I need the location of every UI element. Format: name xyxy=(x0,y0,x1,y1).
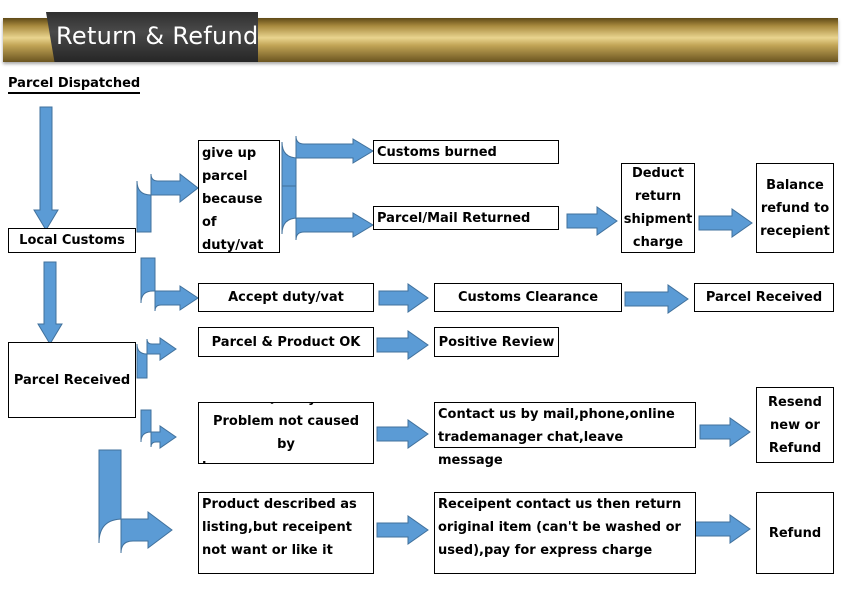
node-give-up-line: of xyxy=(202,215,217,230)
node-balance-line: refund to xyxy=(760,200,830,216)
node-give-up-parcel: give up parcel because of duty/vat xyxy=(198,140,280,253)
node-accept-duty-vat: Accept duty/vat xyxy=(198,283,374,312)
node-quality-line: buyer xyxy=(202,456,244,463)
arrow-received-to-problem xyxy=(140,409,177,449)
arrow-customs-to-give-up xyxy=(136,172,199,233)
arrow-give-up-to-returned xyxy=(281,185,374,241)
arrow-give-up-to-burned xyxy=(281,135,374,216)
node-customs-clearance: Customs Clearance xyxy=(434,283,622,312)
node-resend-line: Resend xyxy=(768,394,822,410)
node-resend-or-refund: Resend new or Refund xyxy=(756,387,834,463)
node-parcel-received: Parcel Received xyxy=(8,342,136,418)
node-receipent-line: original item (can't be washed or xyxy=(438,520,681,535)
arrow-returned-to-deduct xyxy=(566,206,618,236)
node-receipent-line: Receipent contact us then return xyxy=(438,497,682,512)
node-parcel-dispatched: Parcel Dispatched xyxy=(8,76,141,94)
header-title-tab xyxy=(46,12,258,62)
arrow-received-to-described xyxy=(98,449,173,554)
node-not-as-wanted: Product described as listing,but receipe… xyxy=(198,492,374,574)
arrow-clearance-to-received xyxy=(624,284,689,314)
arrow-described-to-contact xyxy=(376,515,429,545)
node-deduct-line: Deduct xyxy=(631,166,685,181)
arrow-deduct-to-balance xyxy=(698,208,753,238)
node-parcel-mail-returned: Parcel/Mail Returned xyxy=(373,206,559,230)
arrow-contact-to-resend xyxy=(699,417,751,447)
node-give-up-line: because xyxy=(202,192,263,207)
node-resend-line: new or xyxy=(770,417,820,433)
node-positive-review: Positive Review xyxy=(434,327,559,357)
node-balance-line: recepient xyxy=(760,223,830,239)
node-receipent-contact: Receipent contact us then return origina… xyxy=(434,492,696,574)
node-quality-line: Problem not caused by xyxy=(212,414,360,452)
node-contact-line: Contact us by mail,phone,online xyxy=(438,407,675,422)
node-parcel-product-ok: Parcel & Product OK xyxy=(198,327,374,357)
node-customs-burned: Customs burned xyxy=(373,140,559,164)
node-resend-line: Refund xyxy=(768,440,822,456)
node-contact-line: trademanager chat,leave message xyxy=(438,430,624,468)
node-give-up-line: give up xyxy=(202,146,257,161)
node-balance-line: Balance xyxy=(766,177,824,193)
node-not-wanted-line: not want or like it xyxy=(202,543,333,558)
node-deduct-line: return xyxy=(634,189,682,204)
arrow-accept-to-clearance xyxy=(378,283,429,313)
node-give-up-line: duty/vat xyxy=(202,238,264,253)
arrow-customs-to-received xyxy=(37,261,63,345)
node-receipent-line: used),pay for express charge xyxy=(438,543,653,558)
node-contact-us: Contact us by mail,phone,online trademan… xyxy=(434,402,696,468)
node-not-wanted-line: Product described as xyxy=(202,497,357,512)
node-local-customs: Local Customs xyxy=(8,228,136,253)
node-deduct-line: charge xyxy=(632,235,684,250)
arrow-received-to-ok xyxy=(136,337,177,379)
arrow-dispatched-to-customs xyxy=(33,106,59,231)
arrow-ok-to-review xyxy=(376,330,429,360)
arrow-contact-to-refund xyxy=(692,514,751,544)
arrow-customs-to-accept xyxy=(140,257,199,312)
node-quality-line: Product Quality xyxy=(202,403,317,410)
page-title: Return & Refund xyxy=(56,22,259,50)
node-deduct-return-charge: Deduct return shipment charge xyxy=(621,163,695,253)
node-quality-problem: Product Quality Problem not caused by bu… xyxy=(198,402,374,464)
node-give-up-line: parcel xyxy=(202,169,248,184)
node-parcel-received-final: Parcel Received xyxy=(694,283,834,312)
arrow-problem-to-contact xyxy=(376,419,429,449)
node-deduct-line: shipment xyxy=(623,212,693,227)
node-not-wanted-line: listing,but receipent xyxy=(202,520,352,535)
node-balance-refund: Balance refund to recepient xyxy=(756,163,834,253)
node-refund: Refund xyxy=(756,492,834,574)
